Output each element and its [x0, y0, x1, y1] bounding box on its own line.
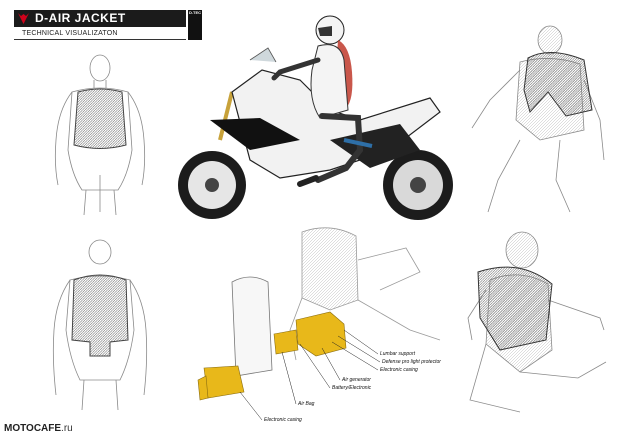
page-title: D-AIR JACKET [35, 11, 126, 25]
electronic-casing-module [203, 365, 245, 399]
page-subtitle: TECHNICAL VISUALIZATON [22, 30, 118, 37]
watermark-suffix: .ru [61, 423, 73, 434]
callout-battery-electronic: Battery/Electronic [332, 385, 372, 391]
airbag-components [197, 311, 347, 401]
front-vest-shape [73, 88, 127, 149]
site-watermark: MOTOCAFE.ru [4, 423, 73, 434]
callout-defense-protector: Defense pro light protector [382, 359, 441, 365]
callout-leaders [239, 329, 381, 421]
motorcycle-with-rider [178, 15, 453, 220]
inflated-vest-shape [523, 52, 593, 117]
watermark-site: MOTOCAFE [4, 423, 62, 434]
back-protector-shell [231, 276, 273, 377]
air-generator-module [295, 311, 347, 357]
back-vest-shape [71, 274, 129, 357]
dainese-logo-icon [18, 13, 29, 24]
battery-electronic-module [273, 329, 299, 355]
callout-lumbar-support: Lumbar support [380, 351, 416, 357]
callout-air-bag: Air Bag [298, 401, 315, 407]
callout-air-generator: Air generator [342, 377, 371, 383]
front-figure-vest [54, 54, 146, 216]
back-figure-vest [52, 239, 148, 411]
title-bar: D-AIR JACKET [14, 10, 186, 27]
brand-text: D.TEC [189, 10, 201, 15]
callout-electronic-casing-upper: Electronic casing [380, 367, 418, 373]
brand-badge: D.TEC [188, 10, 202, 40]
callout-electronic-casing-lower: Electronic casing [264, 417, 302, 423]
crash-vest-shape [477, 266, 553, 351]
cutaway-figure [289, 227, 441, 361]
header-divider [14, 39, 186, 40]
